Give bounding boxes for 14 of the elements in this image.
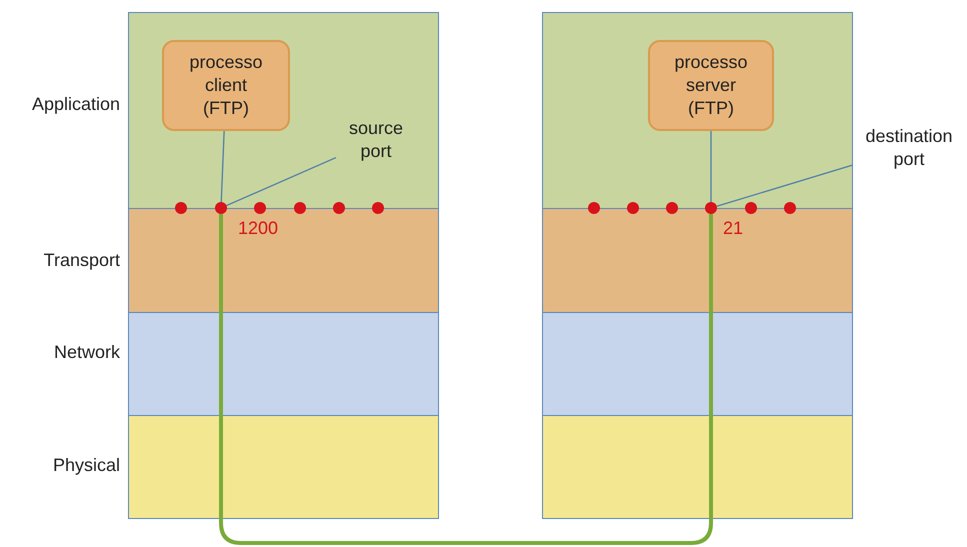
layer-label: Network xyxy=(54,341,120,364)
layer-label: Transport xyxy=(44,249,120,272)
leader-line xyxy=(226,156,336,206)
connector-line xyxy=(220,130,225,202)
connector-line xyxy=(710,131,712,202)
port-number: 21 xyxy=(723,217,744,240)
port-label: source port xyxy=(336,116,416,164)
process-box: processo server (FTP) xyxy=(648,40,774,131)
port-label: destination port xyxy=(852,124,966,172)
leader-line xyxy=(716,164,852,207)
process-box: processo client (FTP) xyxy=(162,40,290,131)
port-number: 1200 xyxy=(238,217,278,240)
layer-label: Physical xyxy=(52,454,120,477)
layer-label: Application xyxy=(32,93,120,116)
